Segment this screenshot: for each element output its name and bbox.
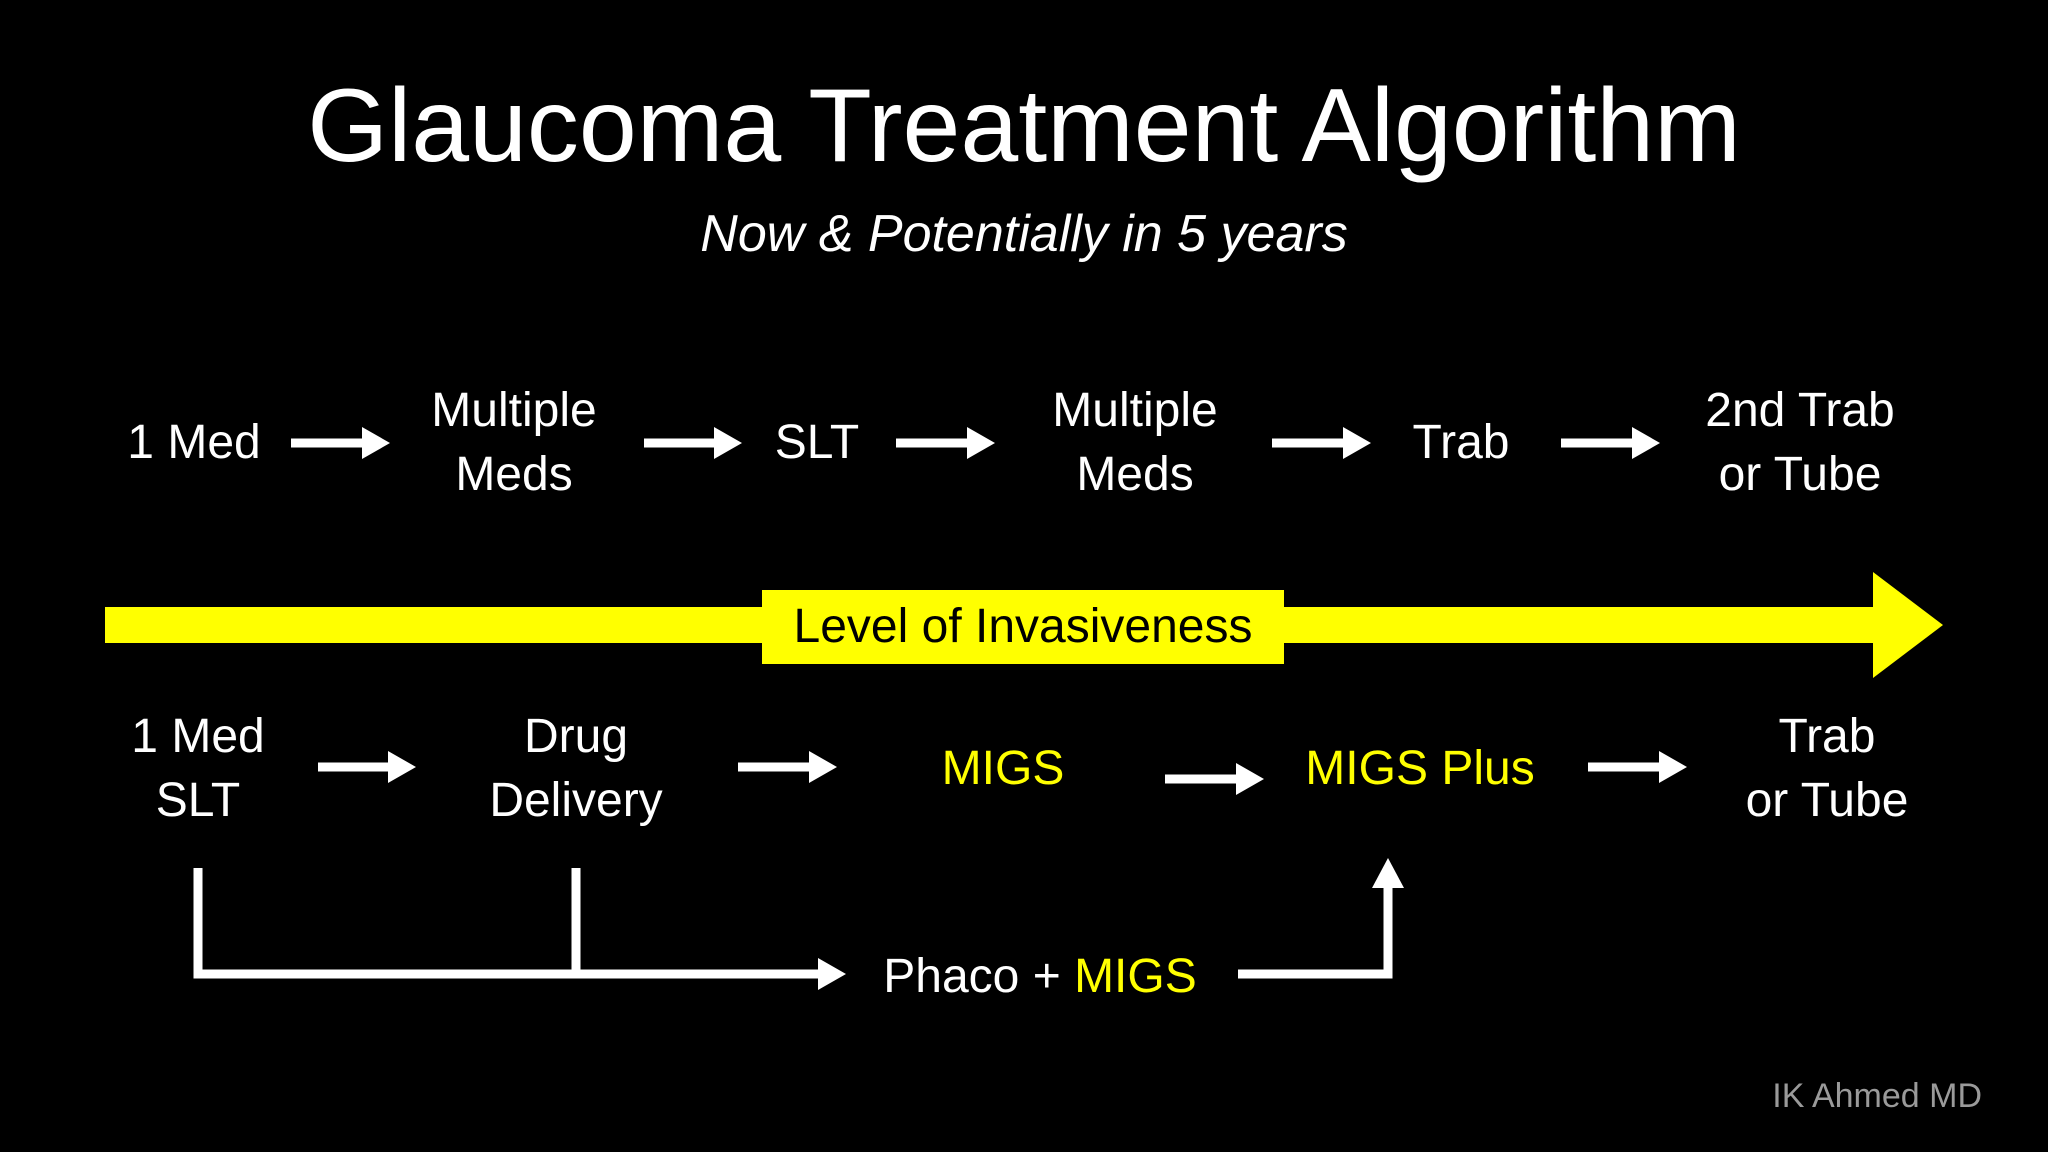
top-arrow-5 <box>1561 427 1660 459</box>
invasiveness-label: Level of Invasiveness <box>762 590 1284 664</box>
bottom-step-migs-plus: MIGS Plus <box>1305 742 1535 795</box>
top-arrow-1 <box>291 427 390 459</box>
bottom-arrow-1 <box>318 751 416 783</box>
bottom-step-trab-or-tube: Trab or Tube <box>1745 710 1909 827</box>
author-credit: IK Ahmed MD <box>1772 1077 1982 1115</box>
bottom-arrow-4 <box>1588 751 1687 783</box>
bottom-step-migs: MIGS <box>941 742 1065 795</box>
top-step-multiple-meds-2: Multiple Meds <box>1052 384 1218 501</box>
top-step-slt: SLT <box>774 416 860 469</box>
top-arrow-4 <box>1272 427 1371 459</box>
phaco-prefix: Phaco + <box>883 950 1075 1003</box>
bypass-connector <box>193 868 830 979</box>
slide-title: Glaucoma Treatment Algorithm <box>307 68 1741 184</box>
migs-plus-arrowhead <box>1372 858 1404 888</box>
bottom-arrow-2 <box>738 751 837 783</box>
bottom-step-drug-delivery: Drug Delivery <box>489 710 663 827</box>
phaco-migs-highlight: MIGS <box>1074 950 1197 1003</box>
top-step-2nd-trab-or-tube: 2nd Trab or Tube <box>1705 384 1895 501</box>
top-step-trab: Trab <box>1412 416 1510 469</box>
top-arrow-2 <box>644 427 742 459</box>
migs-plus-connector <box>1238 880 1393 979</box>
bottom-arrow-3 <box>1165 763 1264 795</box>
slide-subtitle: Now & Potentially in 5 years <box>700 205 1348 263</box>
bypass-arrowhead <box>818 958 846 990</box>
top-step-1-med: 1 Med <box>127 416 261 469</box>
top-arrow-3 <box>896 427 995 459</box>
bottom-step-1-med-slt: 1 Med SLT <box>131 710 265 827</box>
phaco-migs-label: Phaco + MIGS <box>883 945 1196 1009</box>
top-step-multiple-meds: Multiple Meds <box>431 384 597 501</box>
